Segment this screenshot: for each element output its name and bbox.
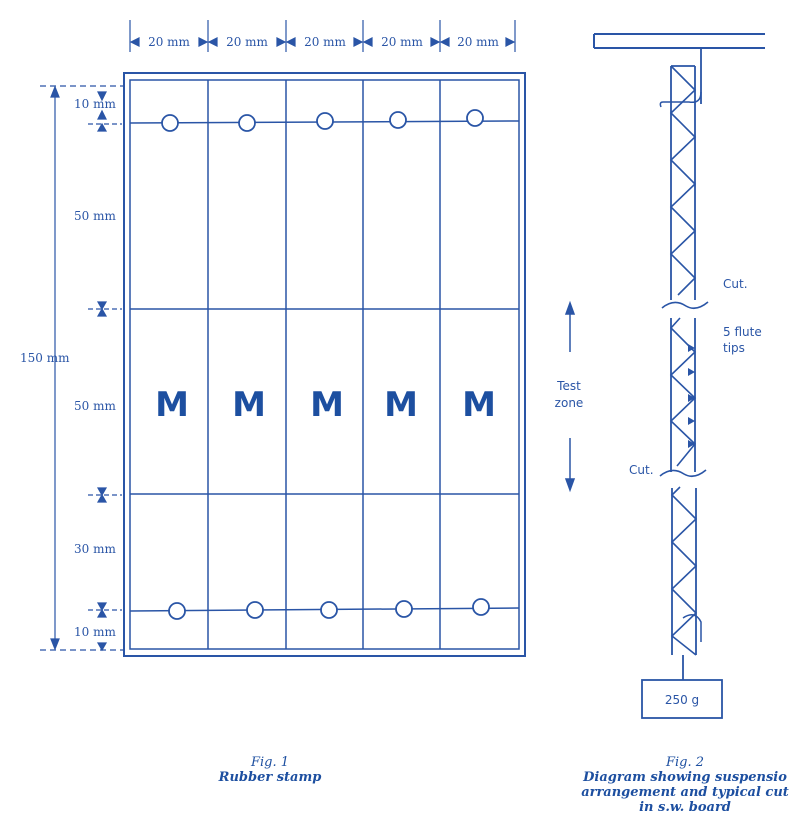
flute-note: 5 flute [723,325,762,339]
corrugation-lower [670,486,698,656]
hook-bottom-curl [682,614,702,642]
board-lower-left-edge [670,318,673,655]
width-label: 20 mm [457,35,499,49]
stamp-letter-m: M [155,385,189,425]
fig2-title-line: Diagram showing suspensio [583,770,787,785]
cut-lower-label: Cut. [629,463,654,477]
board-lower-right-edge [694,318,697,655]
test-zone-text: zone [555,396,584,410]
width-labels: 20 mm 20 mm 20 mm 20 mm 20 mm [148,35,499,49]
weight-label: 250 g [665,693,699,707]
height-dimensions [40,85,124,652]
corrugation-upper [669,65,697,296]
fig1-number: Fig. 1 [250,755,290,770]
fig1-rubber-stamp [123,72,526,657]
height-label: 50 mm [74,209,116,223]
fig1-caption: Fig. 1 Rubber stamp [200,755,340,785]
hole [238,114,256,132]
width-label: 20 mm [226,35,268,49]
cut-upper-label: Cut. [723,277,748,291]
height-labels: 10 mm 50 mm 150 mm 50 mm 30 mm 10 mm [20,97,116,639]
corrugation-middle [669,317,697,467]
width-label: 20 mm [148,35,190,49]
stamp-letter-m: M [462,385,496,425]
test-zone-indicator [564,300,576,493]
fig2-title-line: arrangement and typical cut [581,785,789,800]
height-label-top: 10 mm [74,97,116,111]
stamp-letters: M M M M M [155,385,496,425]
cut-lower-mark [659,469,707,478]
stamp-inner-border [129,79,520,650]
flute-note: tips [723,341,745,355]
fig2-suspension [593,33,765,719]
height-label: 50 mm [74,399,116,413]
width-dimensions [129,20,516,52]
fig1-title: Rubber stamp [218,770,322,785]
weight-box [641,679,723,719]
stamp-outer-border [123,72,526,657]
stamp-column-dividers [207,80,441,649]
fig2-title-line: in s.w. board [639,800,731,815]
fig2-caption: Fig. 2 Diagram showing suspensio arrange… [572,755,798,815]
test-zone-text: Test [556,379,581,393]
hole [168,602,186,620]
hole [395,600,413,618]
hole [472,598,490,616]
stamp-letter-m: M [384,385,418,425]
hole [161,114,179,132]
hole [316,112,334,130]
height-label: 30 mm [74,542,116,556]
height-label-total: 150 mm [20,351,70,365]
hole [320,601,338,619]
fig2-number: Fig. 2 [665,755,705,770]
height-label-bottom: 10 mm [74,625,116,639]
stamp-letter-m: M [232,385,266,425]
cut-upper-mark [661,301,709,310]
fig2-labels: Cut. 5 flute tips Cut. 250 g [629,277,762,707]
flute-tip-markers [688,344,695,448]
hole [246,601,264,619]
stamp-letter-m: M [310,385,344,425]
width-label: 20 mm [304,35,346,49]
hole [466,109,484,127]
hook-top-curl [659,91,702,108]
top-holes [161,109,484,132]
hole [389,111,407,129]
width-label: 20 mm [381,35,423,49]
test-zone-label: Test zone [555,379,584,410]
bottom-holes [168,598,490,620]
